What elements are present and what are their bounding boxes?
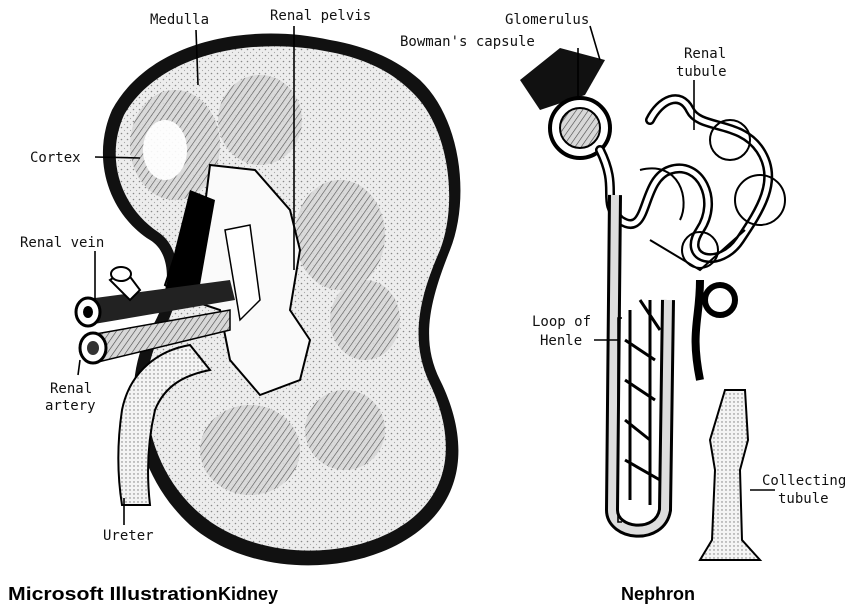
nephron-title: Nephron <box>621 584 695 604</box>
label-renal-pelvis: Renal pelvis <box>270 8 371 24</box>
label-renal-artery-line1: Renal <box>50 381 92 397</box>
label-bowmans-capsule: Bowman's capsule <box>400 34 535 50</box>
nephron-glomerulus <box>560 108 600 148</box>
label-cortex: Cortex <box>30 150 81 166</box>
label-collecting-tubule-line1: Collecting <box>762 473 846 489</box>
label-collecting-tubule-line2: tubule <box>778 491 829 507</box>
nephron-collecting-tubule <box>700 390 760 560</box>
label-ureter: Ureter <box>103 528 154 544</box>
credit-text: Microsoft Illustration <box>8 584 218 604</box>
nephron-labels: Glomerulus Bowman's capsule Renal tubule… <box>400 12 846 507</box>
kidney-title: Kidney <box>218 584 278 604</box>
label-renal-tubule-line1: Renal <box>684 46 726 62</box>
label-renal-tubule-line2: tubule <box>676 64 727 80</box>
captions: Microsoft Illustration Kidney Nephron <box>8 584 695 604</box>
label-glomerulus: Glomerulus <box>505 12 589 28</box>
label-medulla: Medulla <box>150 12 209 28</box>
label-renal-vein: Renal vein <box>20 235 104 251</box>
label-loop-of-henle-line2: Henle <box>540 333 582 349</box>
label-loop-of-henle-line1: Loop of <box>532 314 591 330</box>
label-renal-artery-line2: artery <box>45 398 96 414</box>
nephron-illustration <box>520 48 785 560</box>
kidney-illustration <box>76 33 460 565</box>
